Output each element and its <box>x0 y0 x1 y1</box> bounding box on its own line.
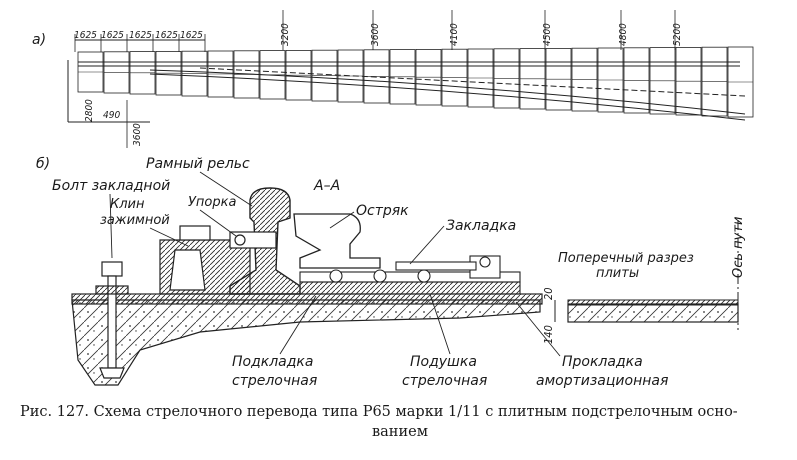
switch-pad-assembly <box>159 225 251 295</box>
label-pad-switch-2: стрелочная <box>232 373 317 389</box>
bottom-dim-label: 490 <box>103 110 120 121</box>
label-gasket-2: амортизационная <box>536 373 668 389</box>
top-dimension-ticks <box>74 34 206 52</box>
label-gasket-1: Прокладка <box>562 354 643 370</box>
stop-block <box>229 231 277 249</box>
part-b-marker: б) <box>36 156 50 172</box>
label-pad-switch-1: Подкладка <box>232 354 313 370</box>
anchor-bolt <box>95 261 129 379</box>
bottom-dim-label: 2800 <box>84 99 95 122</box>
part-b-section: б) А–А <box>36 156 746 389</box>
caption-line-1: Рис. 127. Схема стрелочного перевода тип… <box>20 404 738 420</box>
top-dim-label: 1625 <box>155 30 178 41</box>
station-label: 5200 <box>672 23 683 46</box>
figure-caption: Рис. 127. Схема стрелочного перевода тип… <box>20 402 780 442</box>
steel-slab <box>71 293 543 305</box>
top-dim-label: 1625 <box>101 30 124 41</box>
top-dim-label: 1625 <box>180 30 203 41</box>
section-labels: Рамный рельс Болт закладной Клин зажимно… <box>52 156 746 389</box>
station-label: 4500 <box>542 23 553 46</box>
label-frame-rail: Рамный рельс <box>146 156 250 172</box>
section-title: А–А <box>313 178 340 194</box>
station-label: 4800 <box>618 23 629 46</box>
label-cushion-2: стрелочная <box>402 373 487 389</box>
label-cushion-1: Подушка <box>410 354 477 370</box>
label-clamp-wedge-1: Клин <box>110 197 145 212</box>
label-anchor-bolt: Болт закладной <box>52 178 170 194</box>
station-label: 3600 <box>370 23 381 46</box>
station-labels: 3200 3600 4100 4500 4800 5200 <box>280 10 683 50</box>
switch-rail <box>293 213 381 269</box>
station-label: 4100 <box>449 23 460 46</box>
leader-lines <box>109 171 561 357</box>
label-track-axis: Ось пути <box>731 217 746 278</box>
slide-chairs <box>299 255 521 295</box>
label-clamp-wedge-2: зажимной <box>100 213 170 228</box>
station-label: 3200 <box>280 23 291 46</box>
caption-line-2: ванием <box>372 424 428 440</box>
dim-bottom: 140 <box>542 325 555 344</box>
concrete-foundation <box>71 299 541 386</box>
insert-plate <box>395 261 477 271</box>
label-switch-rail: Остряк <box>356 203 409 219</box>
slab-cross-section: 20 140 <box>542 220 739 344</box>
bottom-dim-label: 3600 <box>132 123 143 146</box>
dim-top: 20 <box>542 287 555 300</box>
part-a-plan: а) 1625 1625 1625 1625 1625 3200 3600 41… <box>32 10 754 148</box>
label-insert: Закладка <box>446 218 516 234</box>
label-stop: Упорка <box>188 195 236 210</box>
label-cross-section-1: Поперечный разрез <box>558 251 694 266</box>
top-dim-label: 1625 <box>129 30 152 41</box>
bottom-dims: 2800 490 3600 <box>67 60 150 148</box>
slab-grid <box>77 46 754 118</box>
top-dimension-labels: 1625 1625 1625 1625 1625 <box>74 30 203 41</box>
label-cross-section-2: плиты <box>596 266 639 281</box>
part-a-marker: а) <box>32 32 46 48</box>
top-dim-label: 1625 <box>74 30 97 41</box>
track-lines <box>78 61 746 121</box>
